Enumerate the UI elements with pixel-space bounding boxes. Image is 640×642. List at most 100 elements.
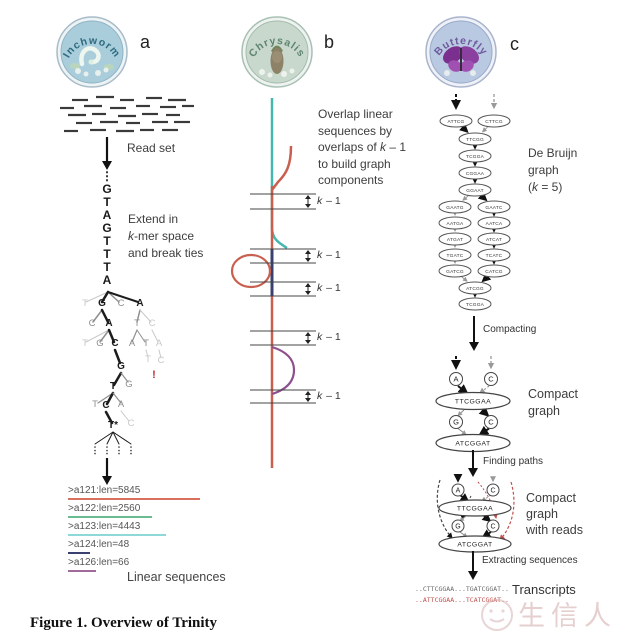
sequence-length-bar [68, 569, 96, 572]
dbg-node [458, 183, 492, 197]
overlap-text: Overlap linear sequences by overlaps of … [318, 106, 406, 189]
tree-edge [139, 309, 152, 323]
sequence-label: >a123:len=4443 [68, 521, 141, 532]
compact-graph: A C TTCGGAA G C ATCGGAT [435, 356, 511, 453]
kmer-letter: ⋮ [101, 169, 113, 183]
kmer-letter: T [103, 247, 111, 261]
node-circle [484, 372, 498, 386]
transcripts-label: Transcripts [512, 582, 576, 597]
panel-c-label: c [510, 34, 519, 54]
overlap-k-italic: k [380, 140, 387, 154]
tree-letter: C [128, 418, 135, 429]
dbg-edge [477, 191, 488, 202]
dbg-node-label: ATCAT [486, 237, 502, 243]
debruijn-k-italic: k [532, 180, 538, 194]
node-circle [451, 519, 465, 533]
arrowhead-up [305, 391, 311, 395]
tree-vdots: ⋮ [103, 445, 112, 455]
dbg-edge [481, 272, 492, 283]
kmer-letter: G [102, 182, 112, 196]
sequence-row: >a123:len=4443 [68, 521, 238, 536]
sequence-label: >a121:len=5845 [68, 485, 141, 496]
dbg-edge [481, 126, 488, 133]
node-label: C [490, 524, 495, 531]
dbg-node [438, 232, 472, 246]
extend-line2: -mer space [134, 229, 195, 243]
node-circle [449, 372, 463, 386]
tree-vdots: ⋮ [127, 445, 136, 455]
edge [481, 512, 492, 523]
dbg-node-label: TTCGG [466, 137, 484, 143]
dbg-edge [459, 123, 469, 134]
node-ellipse [438, 499, 512, 517]
tree-edge [136, 309, 141, 323]
component-line-art [230, 98, 316, 468]
butterfly-art [443, 46, 479, 76]
dbg-node [458, 281, 492, 295]
tree-edge [113, 348, 122, 365]
tree-edge [145, 349, 149, 358]
watermark-text: 生信人 [518, 601, 617, 631]
k-minus-1-label: k – 1 [317, 282, 341, 294]
tree-letter: T* [108, 420, 118, 431]
read-set-dashes [60, 95, 194, 133]
tree-edge [85, 291, 109, 303]
compact-graph-with-reads: A C TTCGGAA G C ATCGGAT [436, 473, 515, 553]
k-minus-1-label: k – 1 [317, 249, 341, 261]
tree-letter: C [118, 298, 125, 309]
tree-letter: T [110, 381, 116, 392]
extracting-sequences-label: Extracting sequences [482, 555, 578, 566]
tree-edge [112, 392, 122, 404]
dbg-edge [462, 195, 469, 201]
dbg-node [438, 264, 472, 278]
dbg-node [438, 248, 472, 262]
edge [459, 515, 467, 522]
node-label: C [488, 418, 494, 427]
dbg-node [439, 114, 473, 128]
sequence-length-bar [68, 551, 90, 554]
tree-edge [112, 431, 120, 445]
finding-paths-arrow-icon [468, 450, 478, 477]
compact-input-arrows [451, 356, 495, 370]
dbg-node [477, 216, 511, 230]
dbg-node [477, 232, 511, 246]
sequence-label: >a126:len=66 [68, 557, 130, 568]
tree-letter: A [105, 318, 112, 329]
tree-edge [85, 329, 110, 343]
node-ellipse [435, 391, 511, 411]
dbg-node [458, 166, 492, 180]
tree-letter: A [136, 298, 143, 309]
dbg-node [458, 297, 492, 311]
dbg-node-label: GAATG [446, 205, 464, 211]
dbg-node-label: CTTCG [485, 119, 503, 125]
extend-k-italic: k [128, 229, 134, 243]
panel-a-label: a [140, 32, 151, 52]
tree-letter: G [117, 361, 125, 372]
tree-letter: A [118, 399, 125, 410]
sequence-row: >a126:len=66 [68, 557, 238, 572]
overlap-line2: sequences by [318, 123, 393, 138]
dbg-node [477, 200, 511, 214]
overlap-line4: to build graph [318, 156, 391, 171]
tree-edge [99, 329, 110, 343]
dbg-node [477, 248, 511, 262]
node-circle [484, 415, 498, 429]
salmon-loop [230, 253, 272, 289]
dbg-node-label: GGAAT [466, 188, 483, 194]
chrysalis-art [259, 45, 295, 78]
node-label: TTCGGAA [457, 506, 493, 513]
sequence-length-bar [68, 497, 200, 500]
extend-line3: and break ties [128, 246, 204, 260]
transcript-seq-1: ..CTTCGGAA...TGATCGGAT.. [415, 585, 509, 593]
tree-edge [94, 431, 114, 445]
node-label: TTCGGAA [455, 399, 491, 406]
read-dashes-group [60, 95, 194, 133]
node-circle [486, 519, 500, 533]
tree-edge [120, 410, 130, 422]
dbg-node-label: TCGGA [466, 154, 485, 160]
extracting-arrow-icon [468, 551, 478, 580]
tree-letter: A [156, 338, 163, 349]
overlap-line1: Overlap linear [318, 107, 393, 121]
inchworm-art [70, 46, 114, 77]
